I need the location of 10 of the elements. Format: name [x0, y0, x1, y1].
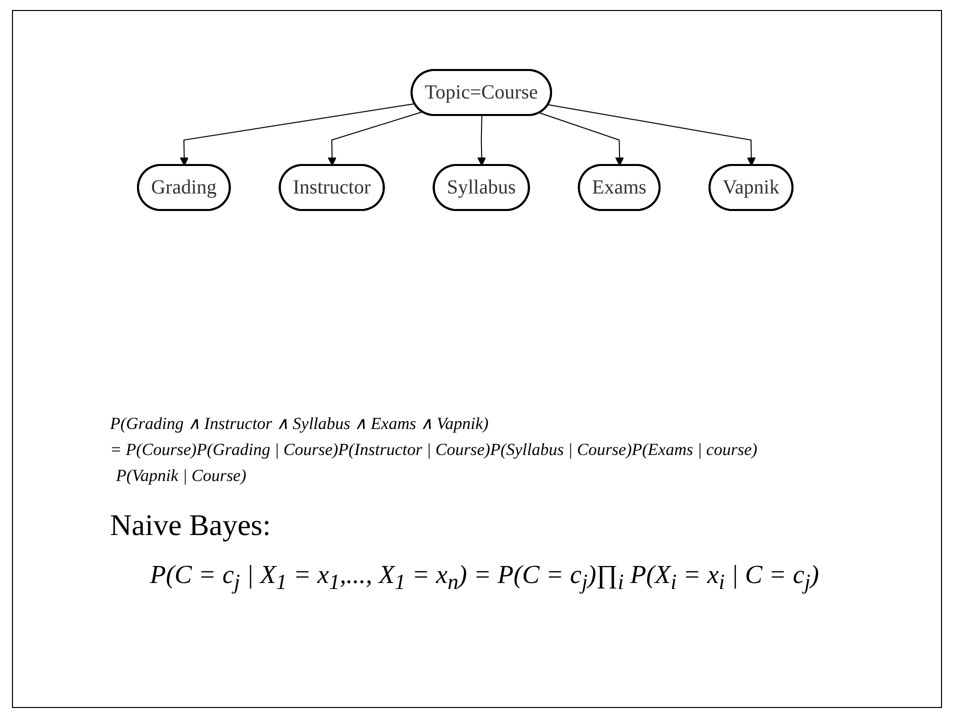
arrow	[327, 111, 423, 166]
arrow	[180, 103, 416, 166]
heading: Naive Bayes:	[110, 509, 271, 543]
arrow	[548, 104, 756, 166]
formula: P(Grading ∧ Instructor ∧ Syllabus ∧ Exams ∧ Vapnik)	[110, 413, 489, 434]
formula: P(C = c$_{j}$ | X$_{1}$ = x$_{1}$,..., X$_{1}$ = x$_{n}$) = P(C = c$_{j}$)∏$_{i}$ P(X$_{i}$ = x$_{i}$ | C = c$_{j}$)	[150, 560, 820, 596]
arrow	[538, 112, 624, 166]
formula: P(Vapnik | Course)	[116, 466, 246, 486]
formula: = P(Course)P(Grading | Course)P(Instructor | Course)P(Syllabus | Course)P(Exams | course)	[110, 440, 758, 460]
arrow	[477, 115, 486, 166]
